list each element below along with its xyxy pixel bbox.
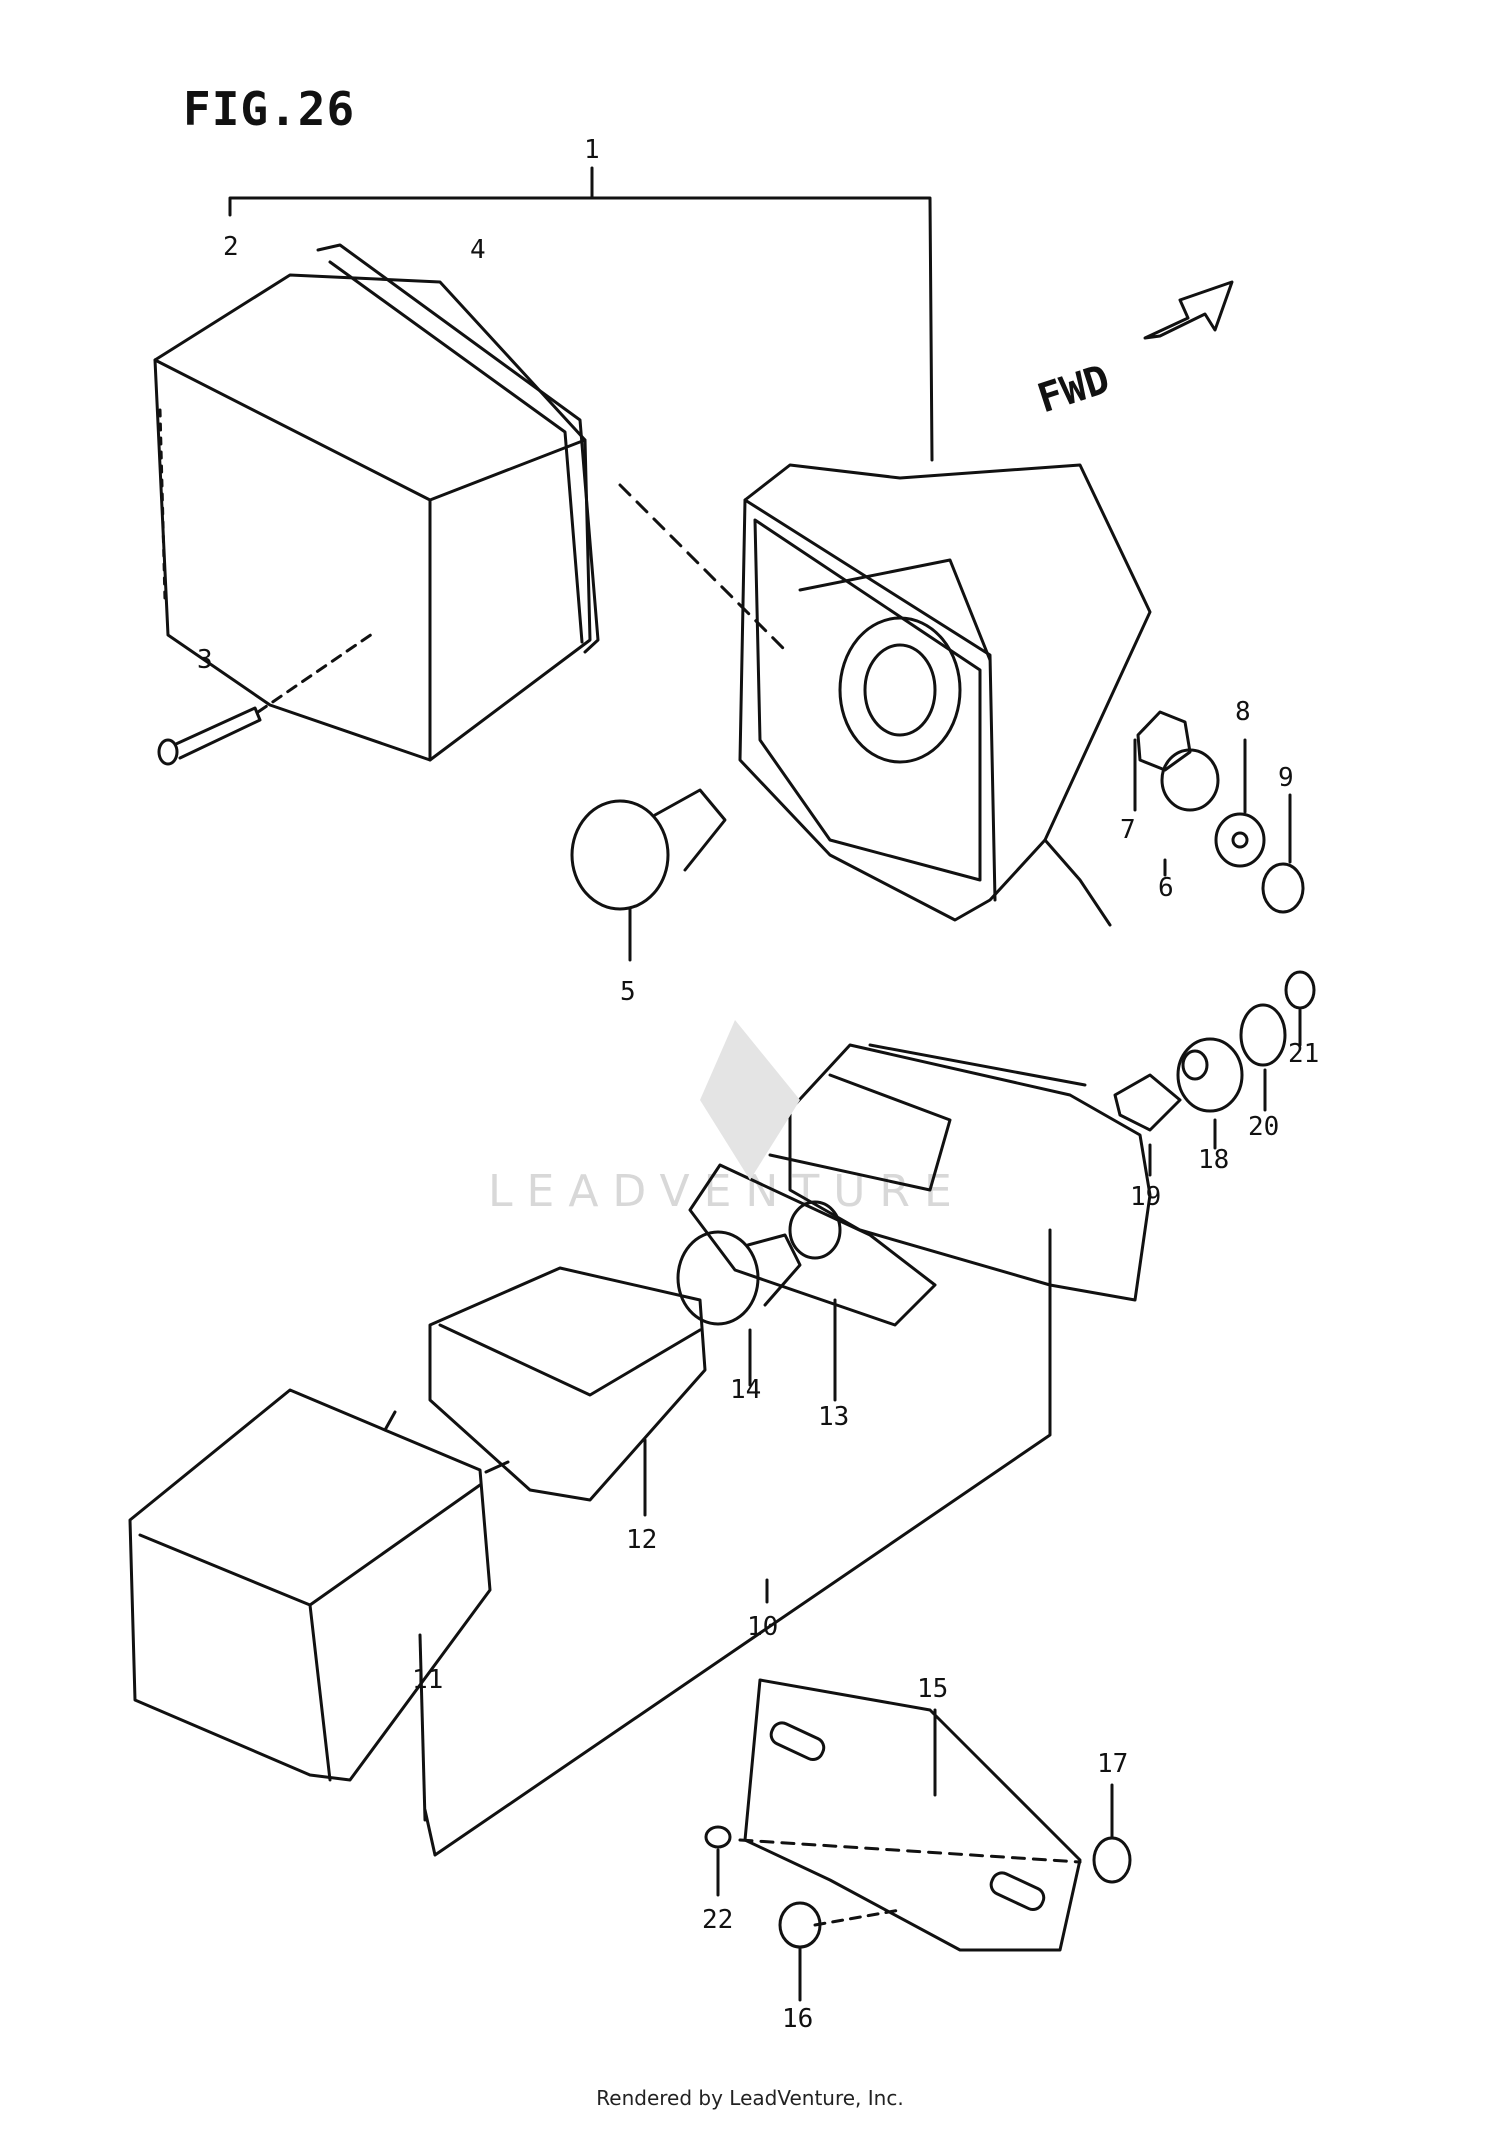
- callout-label: 11: [412, 1665, 443, 1695]
- callout-label: 3: [197, 645, 213, 675]
- callout-label: 18: [1198, 1145, 1229, 1175]
- callout-label: 9: [1278, 763, 1294, 793]
- bracket-part-15: [738, 1678, 1082, 1952]
- fwd-arrow-icon: [1143, 280, 1234, 340]
- lens-frame-part-12: [428, 1266, 707, 1517]
- figure-title: FIG.26: [183, 82, 356, 136]
- bracket-part-10-leader: [423, 1228, 1052, 1857]
- callout-label: 13: [818, 1402, 849, 1432]
- bulb-part-14: [676, 1230, 802, 1387]
- callout-label: 7: [1120, 815, 1136, 845]
- callout-label: 1: [584, 135, 600, 165]
- leadventure-logo-icon: [700, 1020, 800, 1180]
- callout-label: 21: [1288, 1039, 1319, 1069]
- callout-label: 16: [782, 2004, 813, 2034]
- callout-label: 5: [620, 977, 636, 1007]
- callout-label: 4: [470, 235, 486, 265]
- fwd-label: FWD: [1032, 356, 1115, 422]
- leader-bracket-1: [228, 166, 934, 462]
- callout-label: 10: [747, 1612, 778, 1642]
- housing-part-13-gasket: [768, 1043, 1152, 1302]
- bulb-part-5: [570, 788, 727, 962]
- callout-label: 14: [730, 1375, 761, 1405]
- collar-part-17: [1092, 1783, 1132, 1884]
- nut-part-21: [1284, 970, 1316, 1047]
- callout-label: 22: [702, 1905, 733, 1935]
- callout-label: 15: [917, 1674, 948, 1704]
- nut-part-9: [1261, 793, 1305, 914]
- washer-part-8: [1214, 738, 1266, 868]
- callout-label: 2: [223, 232, 239, 262]
- bolt-part-16: [778, 1901, 902, 2002]
- housing-top: [618, 463, 1152, 927]
- callout-label: 6: [1158, 873, 1174, 903]
- footer-credit: Rendered by LeadVenture, Inc.: [596, 2086, 904, 2110]
- gasket-part-13: [688, 1163, 937, 1402]
- socket-part-6: [1136, 710, 1220, 877]
- lens-part-2: [153, 273, 592, 762]
- screw-part-3: [157, 630, 377, 766]
- callout-label: 17: [1097, 1749, 1128, 1779]
- callout-label: 20: [1248, 1112, 1279, 1142]
- callout-label: 8: [1235, 697, 1251, 727]
- gasket-part-4: [316, 243, 600, 654]
- callout-label: 12: [626, 1525, 657, 1555]
- spacer-part-19: [1113, 1073, 1182, 1177]
- callout-labels: 1 2 3 4 5 6 7 8 9 10 11 12 13 14 15 16 1…: [197, 135, 1319, 2034]
- callout-label: 19: [1130, 1182, 1161, 1212]
- washer-part-20: [1239, 1003, 1287, 1112]
- cover-part-11: [128, 1388, 510, 1822]
- bolt-part-22: [704, 1825, 732, 1897]
- watermark-text: LEADVENTURE: [488, 1166, 966, 1217]
- grommet-part-18: [1176, 1037, 1244, 1150]
